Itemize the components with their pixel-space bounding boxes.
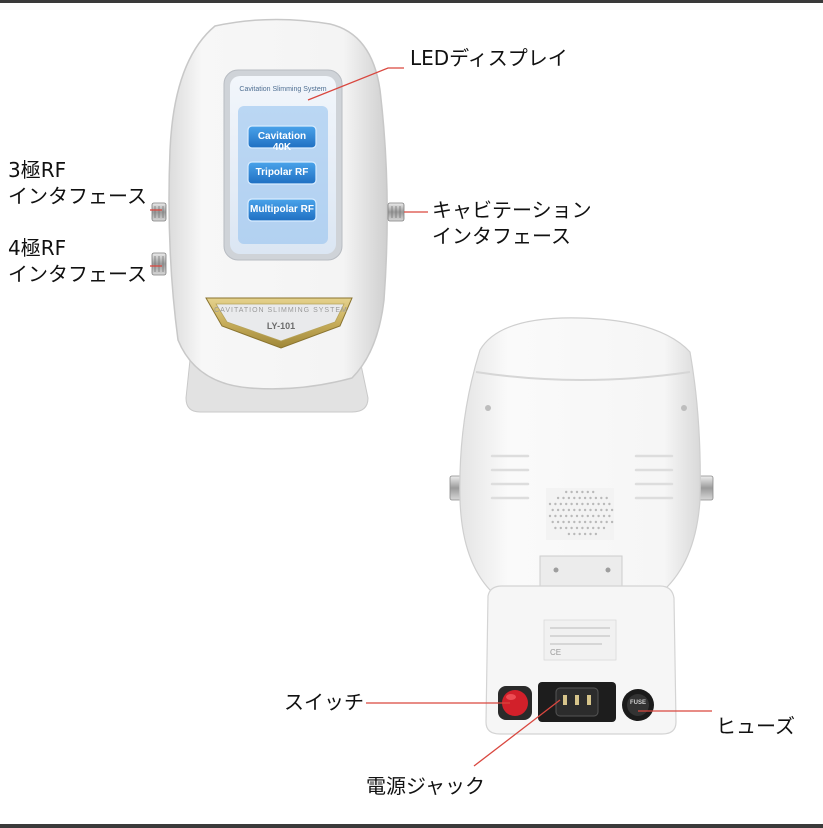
label-switch: スイッチ: [284, 690, 364, 714]
badge-text: CAVITATION SLIMMING SYSTEM: [214, 307, 348, 314]
mode-button-2: [247, 161, 317, 185]
vent-slots-right: [634, 454, 674, 500]
mode-label-3: Multipolar RF: [250, 204, 314, 215]
label-rf3-line2: インタフェース: [8, 184, 147, 208]
front-device: [151, 18, 405, 413]
vent-slots-left: [490, 454, 530, 500]
label-cavitation-line1: キャビテーション: [432, 198, 592, 222]
label-rf4-line1: 4極RF: [8, 236, 67, 260]
screen-header: Cavitation Slimming System: [239, 86, 327, 93]
mode-label-1: Cavitation 40K: [257, 131, 307, 153]
leader-lines: [150, 67, 712, 767]
label-fuse: ヒューズ: [716, 714, 795, 738]
mode-button-3: [247, 198, 317, 222]
label-rf3-line1: 3極RF: [8, 158, 67, 182]
label-led-display: LEDディスプレイ: [410, 46, 568, 70]
label-rf4-line2: インタフェース: [8, 262, 147, 286]
bottom-border: [0, 824, 823, 828]
mode-label-2: Tripolar RF: [255, 167, 309, 178]
cavitation-connector: [387, 202, 405, 222]
certification-marks: CE: [550, 648, 562, 657]
speaker-grille: [546, 488, 614, 540]
back-device: [449, 317, 714, 735]
rf4-connector: [151, 252, 167, 276]
model-number: LY-101: [266, 321, 296, 331]
top-border: [0, 0, 823, 3]
label-power-jack: 電源ジャック: [366, 774, 485, 798]
mode-button-1: [247, 125, 317, 149]
fuse-cap-text: FUSE: [629, 700, 646, 706]
label-cavitation-line2: インタフェース: [432, 224, 571, 248]
rf3-connector: [151, 202, 167, 222]
